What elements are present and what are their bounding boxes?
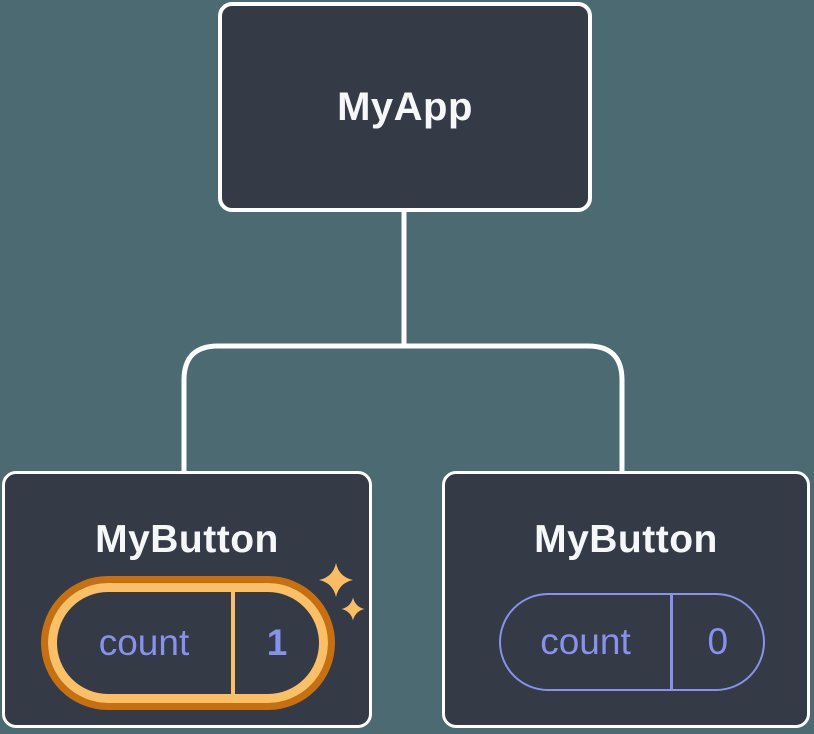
- node-myapp: MyApp: [218, 2, 592, 212]
- node-title: MyButton: [534, 518, 718, 561]
- state-pill: count 0: [499, 593, 765, 691]
- node-mybutton-right: MyButton count 0: [442, 471, 810, 728]
- node-title: MyApp: [337, 84, 473, 129]
- state-pill-highlighted: count 1: [48, 583, 328, 703]
- state-value: 1: [266, 622, 288, 663]
- state-key-label: count: [98, 622, 190, 663]
- connector-branches: [181, 343, 625, 476]
- pill-divider: [231, 592, 235, 694]
- pill-divider: [670, 595, 673, 689]
- state-key-label: count: [540, 621, 631, 662]
- node-title: MyButton: [95, 518, 279, 561]
- node-mybutton-left: MyButton count 1: [2, 471, 372, 728]
- state-value: 0: [707, 621, 729, 662]
